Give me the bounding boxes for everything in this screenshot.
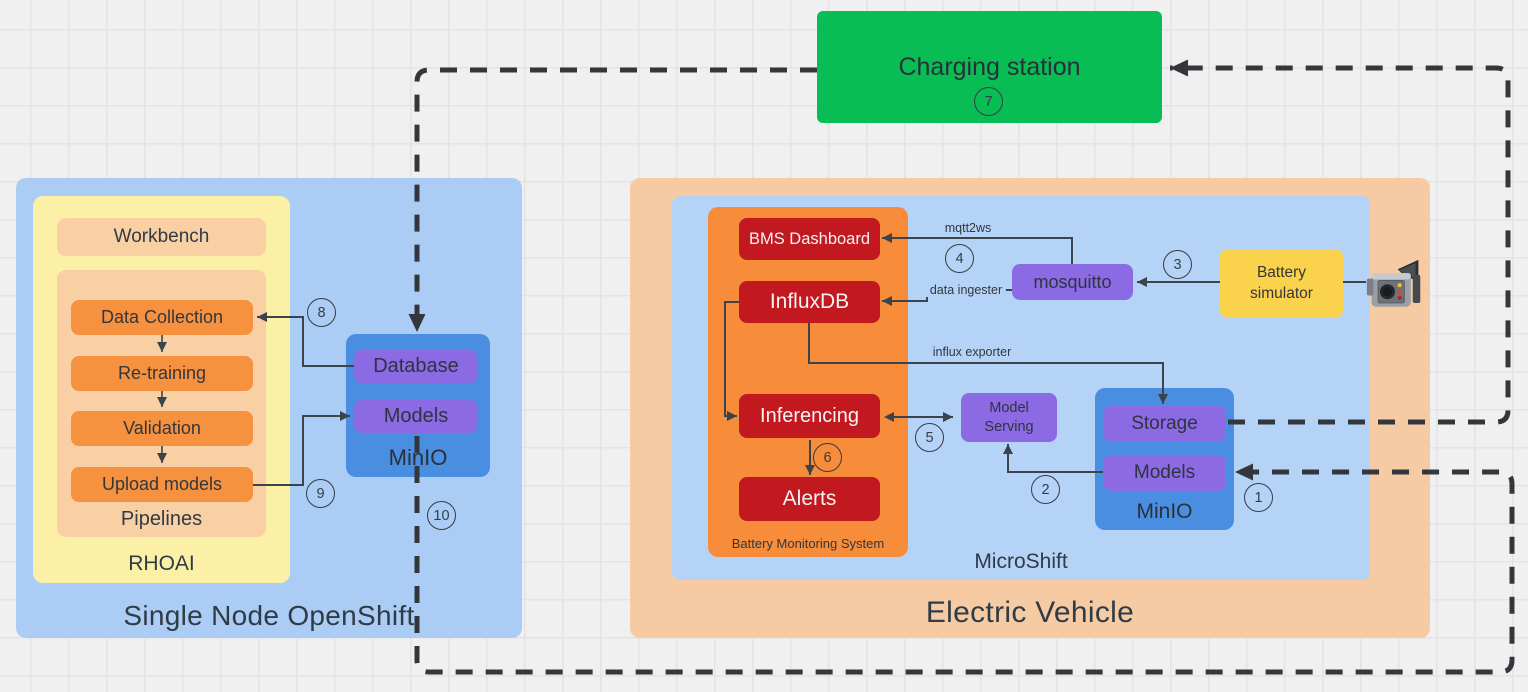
edge-models-to-model-serving[interactable] <box>1003 444 1103 473</box>
model-serving-label: Model Serving <box>984 400 1034 435</box>
single-node-openshift-title: Single Node OpenShift <box>123 600 415 631</box>
edge-sno-models-to-ev-models[interactable] <box>414 436 1515 675</box>
edge-label-influx-exporter: influx exporter <box>932 345 1012 359</box>
pipeline-step-re-training[interactable]: Re-training <box>71 356 253 391</box>
step-circle-9[interactable]: 9 <box>306 479 335 508</box>
mosquitto-node[interactable]: mosquitto <box>1012 264 1133 300</box>
edge-influxdb-to-inferencing[interactable] <box>724 301 739 421</box>
influxdb-node[interactable]: InfluxDB <box>739 281 880 323</box>
step-number: 2 <box>1041 481 1050 498</box>
workbench-label: Workbench <box>113 226 210 247</box>
inferencing-label: Inferencing <box>760 404 859 427</box>
step-circle-1[interactable]: 1 <box>1244 483 1273 512</box>
step-number: 5 <box>925 429 934 446</box>
edge-influx-exporter[interactable] <box>808 323 1168 404</box>
pipelines-title: Pipelines <box>120 508 203 530</box>
database-label: Database <box>373 355 459 377</box>
video-camera-icon[interactable] <box>1364 256 1424 318</box>
charging-station-label: Charging station <box>898 52 1081 81</box>
sno-minio-database-node[interactable]: Database <box>354 350 478 383</box>
storage-label: Storage <box>1131 413 1198 434</box>
pipeline-step-label: Validation <box>123 418 201 438</box>
influxdb-label: InfluxDB <box>769 290 850 313</box>
battery-simulator-label: Battery simulator <box>1250 263 1313 302</box>
step-number: 3 <box>1173 256 1182 273</box>
step-circle-8[interactable]: 8 <box>307 298 336 327</box>
pipeline-step-label: Upload models <box>101 474 223 494</box>
mosquitto-label: mosquitto <box>1033 271 1112 292</box>
sno-minio-models-node[interactable]: Models <box>354 400 478 433</box>
edge-charging-to-database[interactable] <box>408 67 817 332</box>
rhoai-title: RHOAI <box>128 552 195 575</box>
pipeline-step-upload-models[interactable]: Upload models <box>71 467 253 502</box>
alerts-label: Alerts <box>782 487 837 510</box>
battery-simulator-node[interactable]: Battery simulator <box>1220 249 1343 318</box>
inferencing-node[interactable]: Inferencing <box>739 394 880 438</box>
alerts-node[interactable]: Alerts <box>739 477 880 521</box>
pipeline-step-label: Data Collection <box>100 307 224 327</box>
step-number: 4 <box>955 250 964 267</box>
step-circle-5[interactable]: 5 <box>915 423 944 452</box>
pipeline-step-data-collection[interactable]: Data Collection <box>71 300 253 335</box>
step-number: 1 <box>1254 489 1263 506</box>
step-circle-10[interactable]: 10 <box>427 501 456 530</box>
step-circle-7[interactable]: 7 <box>974 87 1003 116</box>
ev-minio-models-node[interactable]: Models <box>1103 455 1226 491</box>
edge-label-data-ingester: data ingester <box>925 283 1007 297</box>
workbench-node[interactable]: Workbench <box>57 218 266 256</box>
ev-minio-title: MinIO <box>1136 500 1193 523</box>
edge-mqtt2ws[interactable] <box>882 233 1073 264</box>
electric-vehicle-title: Electric Vehicle <box>925 596 1135 629</box>
edge-storage-to-charging[interactable] <box>1170 59 1511 425</box>
step-number: 8 <box>317 304 326 321</box>
model-serving-node[interactable]: Model Serving <box>961 393 1057 442</box>
step-number: 7 <box>984 93 993 110</box>
step-circle-2[interactable]: 2 <box>1031 475 1060 504</box>
edge-label-mqtt2ws: mqtt2ws <box>944 221 992 235</box>
ev-models-label: Models <box>1133 462 1196 483</box>
battery-monitoring-system-title: Battery Monitoring System <box>731 536 885 551</box>
step-circle-6[interactable]: 6 <box>813 443 842 472</box>
ev-minio-storage-node[interactable]: Storage <box>1103 406 1226 442</box>
microshift-title: MicroShift <box>974 550 1068 573</box>
bms-dashboard-node[interactable]: BMS Dashboard <box>739 218 880 260</box>
bms-dashboard-label: BMS Dashboard <box>748 229 871 248</box>
step-number: 9 <box>316 485 325 502</box>
models-label: Models <box>383 405 449 427</box>
step-number: 10 <box>433 507 450 524</box>
step-circle-3[interactable]: 3 <box>1163 250 1192 279</box>
step-number: 6 <box>823 449 832 466</box>
edge-upload-models-to-models[interactable] <box>253 411 350 486</box>
pipeline-step-validation[interactable]: Validation <box>71 411 253 446</box>
step-circle-4[interactable]: 4 <box>945 244 974 273</box>
pipeline-step-label: Re-training <box>117 363 207 383</box>
edge-database-to-data-collection[interactable] <box>257 312 354 367</box>
